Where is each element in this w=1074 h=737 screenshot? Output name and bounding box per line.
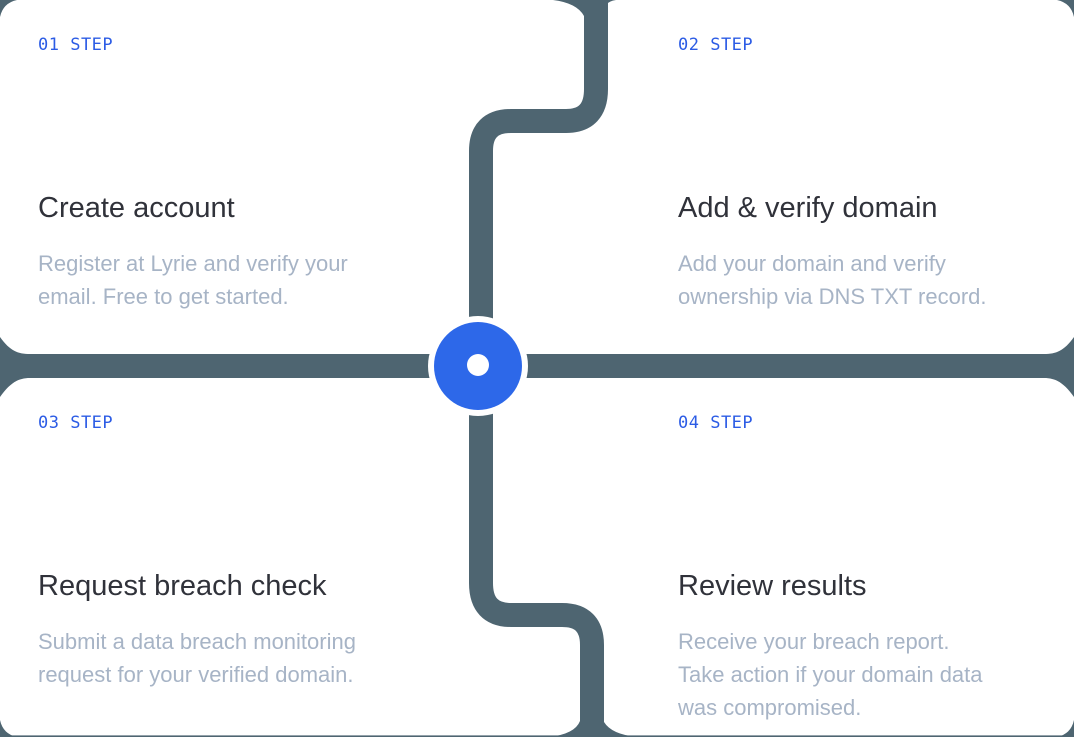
step-title: Review results — [678, 570, 867, 602]
center-node-dot — [467, 354, 489, 376]
step-card-3: 03 STEP Request breach check Submit a da… — [38, 415, 458, 737]
step-description: Submit a data breach monitoring request … — [38, 629, 356, 687]
step-badge: 04 STEP — [678, 413, 754, 433]
flow-bottom-flare-left — [549, 721, 580, 737]
flow-midline — [0, 337, 1074, 397]
corner-accent-bottom-left — [0, 720, 17, 737]
flow-top-flare-left — [553, 0, 584, 16]
corner-accent-bottom-right — [1057, 720, 1074, 737]
bottom-edge-strip — [0, 735, 1074, 737]
corner-accent-top-left — [0, 0, 17, 17]
step-title: Create account — [38, 192, 235, 224]
step-description: Register at Lyrie and verify your email.… — [38, 251, 348, 309]
step-badge: 03 STEP — [38, 413, 114, 433]
corner-accent-top-right — [1057, 0, 1074, 17]
step-card-2: 02 STEP Add & verify domain Add your dom… — [678, 37, 1074, 377]
step-description: Receive your breach report. Take action … — [678, 629, 983, 720]
step-card-1: 01 STEP Create account Register at Lyrie… — [38, 37, 458, 377]
step-card-4: 04 STEP Review results Receive your brea… — [678, 415, 1074, 737]
step-description: Add your domain and verify ownership via… — [678, 251, 987, 309]
step-badge: 01 STEP — [38, 35, 114, 55]
step-title: Request breach check — [38, 570, 327, 602]
step-badge: 02 STEP — [678, 35, 754, 55]
step-title: Add & verify domain — [678, 192, 938, 224]
flow-bottom-flare-right — [604, 722, 639, 737]
